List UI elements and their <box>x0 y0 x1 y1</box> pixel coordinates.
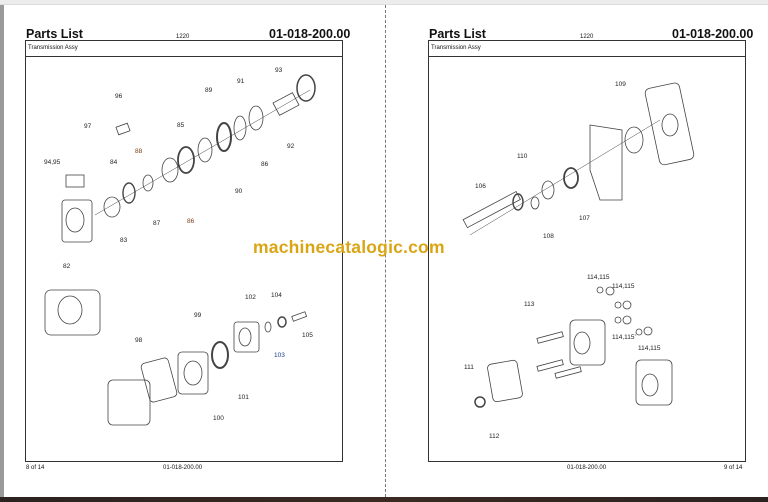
callout: 106 <box>475 183 486 190</box>
callout: 98 <box>135 337 143 344</box>
oring-86b <box>233 115 247 141</box>
bolt-105 <box>291 311 308 322</box>
housing-82 <box>61 199 93 243</box>
diagram-frame: Transmission Assy <box>25 40 343 462</box>
doc-number: 01-018-200.00 <box>269 27 351 41</box>
callout: 94,95 <box>44 159 61 166</box>
valve-block-94 <box>65 174 85 188</box>
ring-90 <box>197 137 213 163</box>
callout: 114,115' <box>612 334 636 341</box>
pump-lower <box>635 359 673 406</box>
callout: 92 <box>287 143 295 150</box>
viewer-scrollbar[interactable] <box>0 5 4 497</box>
page-title: Parts List <box>26 27 83 41</box>
model-code: 1220 <box>176 34 190 40</box>
hub-85 <box>177 146 195 174</box>
exploded-diagram-upper-left <box>44 74 316 426</box>
oring <box>624 126 644 154</box>
bearing-107 <box>563 167 579 189</box>
callout: 100 <box>213 415 224 422</box>
plate-96 <box>115 122 131 136</box>
callout: 99 <box>194 312 202 319</box>
callout: 102 <box>245 294 256 301</box>
callout: 96 <box>115 93 123 100</box>
flange-100 <box>177 351 209 395</box>
callout: 109 <box>615 81 626 88</box>
callout: 107 <box>579 215 590 222</box>
callout: 112 <box>489 433 500 440</box>
diagram-frame: Transmission Assy <box>428 40 746 462</box>
callout: 111 <box>464 364 474 371</box>
shaft-92 <box>272 92 300 116</box>
gasket <box>589 124 623 201</box>
gasket-111 <box>487 359 523 403</box>
nut-112 <box>474 396 486 408</box>
callout: 86 <box>261 161 269 168</box>
page-title: Parts List <box>429 27 486 41</box>
callout: 90 <box>235 188 243 195</box>
model-code: 1220 <box>580 34 594 40</box>
pump-body <box>569 319 606 366</box>
footer-doc-number: 01-018-200.00 <box>163 465 203 471</box>
callout: 89 <box>205 87 213 94</box>
callout: 97 <box>84 123 92 130</box>
washer-104 <box>277 316 287 328</box>
callout: 86 <box>187 218 195 225</box>
page-number: 8 of 14 <box>26 465 45 471</box>
callout: 93 <box>275 67 283 74</box>
callout: 82 <box>63 263 71 270</box>
callout: 83 <box>120 237 128 244</box>
watermark: machinecatalogic.com <box>253 237 445 257</box>
bearing-93 <box>296 74 316 102</box>
ring-91 <box>248 105 264 131</box>
gasket-98 <box>140 357 178 403</box>
callout: 108 <box>543 233 554 240</box>
footer-doc-number: 01-018-200.00 <box>567 465 607 471</box>
ring-108 <box>530 196 540 210</box>
ring-87 <box>142 174 154 192</box>
callout: 88 <box>135 148 143 155</box>
oring-86 <box>161 157 179 183</box>
housing-bore <box>65 207 85 233</box>
seal-101 <box>211 341 229 369</box>
taskbar <box>0 497 768 502</box>
section-title: Transmission Assy <box>26 41 342 57</box>
pump-assembly <box>44 289 101 336</box>
stud-113 <box>536 331 564 344</box>
oring-103 <box>264 321 272 333</box>
callout: 114,115 <box>587 274 610 281</box>
callout: 103 <box>274 352 285 359</box>
doc-number: 01-018-200.00 <box>672 27 754 41</box>
cover-109 <box>644 82 695 166</box>
callout: 101 <box>238 394 249 401</box>
callout: 104 <box>271 292 282 299</box>
ring-110 <box>541 180 555 200</box>
callout: 91 <box>237 78 245 85</box>
axis-line <box>94 89 311 216</box>
callout: 85 <box>177 122 185 129</box>
gear-89 <box>216 122 232 152</box>
callout: 113 <box>524 301 535 308</box>
bearing-83 <box>103 196 121 218</box>
callout: 105 <box>302 332 313 339</box>
viewer-top-bar <box>0 0 768 5</box>
callout: 114,115 <box>638 345 661 352</box>
shaft-106 <box>462 190 521 229</box>
callout: 114,115 <box>612 283 635 290</box>
cover-102 <box>233 321 260 353</box>
page-divider <box>385 5 386 497</box>
page-number: 9 of 14 <box>724 465 743 471</box>
callout: 87 <box>153 220 161 227</box>
bearing-84 <box>122 182 136 204</box>
pump-lower <box>107 379 151 426</box>
callout: 84 <box>110 159 118 166</box>
section-title: Transmission Assy <box>429 41 745 57</box>
callout: 110 <box>517 153 528 160</box>
